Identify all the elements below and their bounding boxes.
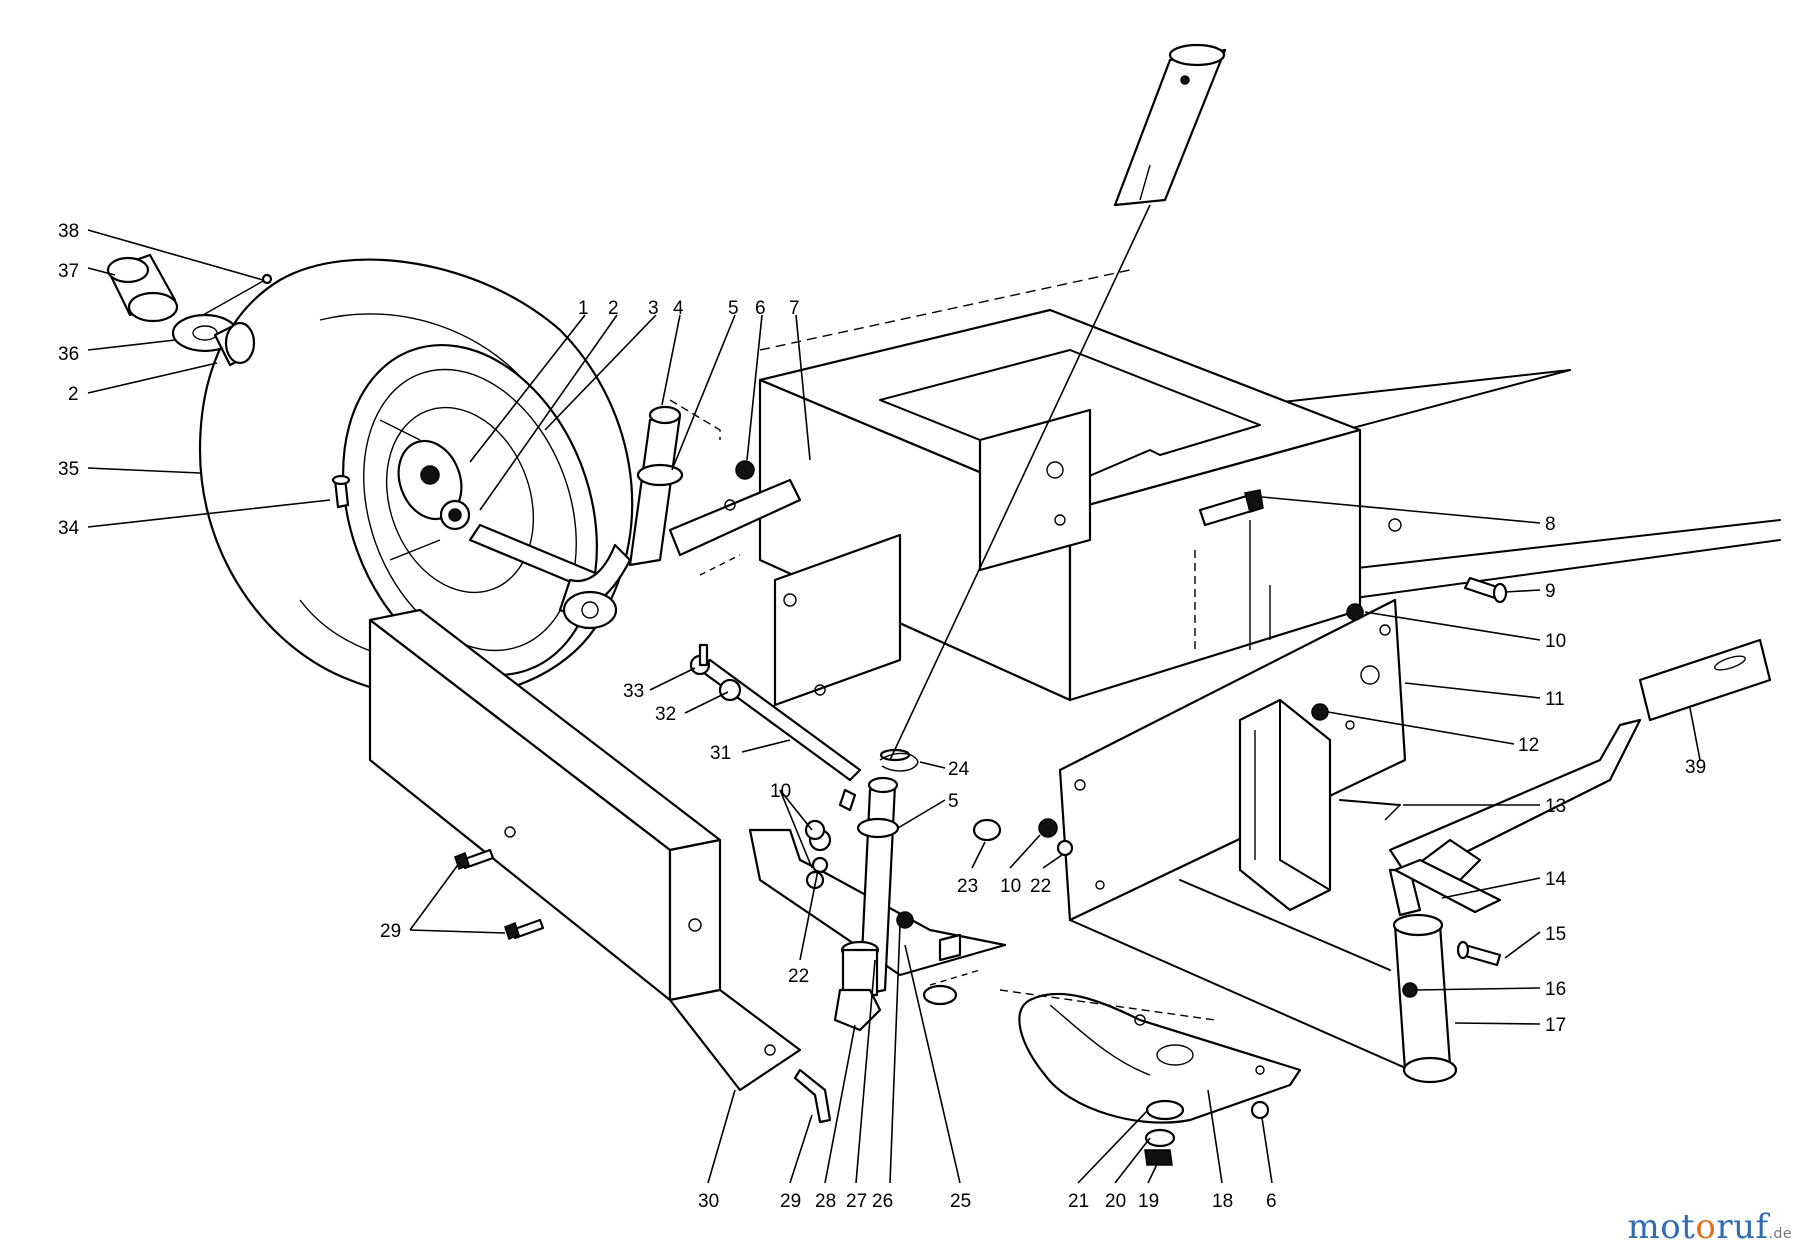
callout-25: 25	[950, 1191, 971, 1212]
hardware	[735, 460, 1508, 874]
callout-39: 39	[1685, 757, 1706, 778]
callout-4: 4	[673, 298, 684, 319]
watermark-part-2: o	[1695, 1207, 1717, 1247]
callout-33: 33	[623, 681, 644, 702]
callout-1: 1	[578, 298, 589, 319]
plate-39	[1638, 638, 1772, 722]
callout-38: 38	[58, 221, 79, 242]
steering-pivot	[748, 748, 1007, 1032]
callout-10-mid: 10	[1000, 876, 1021, 897]
tie-rod	[689, 643, 862, 812]
callout-8: 8	[1545, 514, 1556, 535]
callout-3: 3	[648, 298, 659, 319]
callout-36: 36	[58, 344, 79, 365]
callout-9: 9	[1545, 581, 1556, 602]
callout-18: 18	[1212, 1191, 1233, 1212]
callout-13: 13	[1545, 796, 1566, 817]
callout-10-left: 10	[770, 781, 791, 802]
callout-34: 34	[58, 518, 80, 539]
spindle-knuckle	[558, 399, 802, 630]
callout-28: 28	[815, 1191, 836, 1212]
callout-29-bottom: 29	[780, 1191, 801, 1212]
callout-22-left: 22	[788, 966, 809, 987]
callout-7: 7	[789, 298, 800, 319]
front-panel	[368, 608, 832, 1124]
callout-24: 24	[948, 759, 970, 780]
callout-22-mid: 22	[1030, 876, 1051, 897]
callout-27: 27	[846, 1191, 867, 1212]
callout-11: 11	[1545, 689, 1565, 710]
callout-2-left: 2	[68, 384, 79, 405]
watermark-tld: .de	[1768, 1226, 1792, 1242]
callout-19: 19	[1138, 1191, 1159, 1212]
callout-2: 2	[608, 298, 619, 319]
callout-31: 31	[710, 743, 731, 764]
callout-20: 20	[1105, 1191, 1126, 1212]
callout-14: 14	[1545, 869, 1567, 890]
callout-6-bottom: 6	[1266, 1191, 1277, 1212]
callout-23: 23	[957, 876, 978, 897]
leader-lines	[87, 204, 1701, 1184]
hub-parts	[106, 253, 351, 509]
watermark-part-1: mot	[1627, 1207, 1696, 1247]
callout-12: 12	[1518, 735, 1539, 756]
watermark-logo: motoruf.de	[1627, 1207, 1792, 1247]
callout-5-lower: 5	[948, 791, 959, 812]
callout-6: 6	[755, 298, 766, 319]
callout-21: 21	[1068, 1191, 1089, 1212]
front-wheel	[198, 258, 634, 699]
callout-10-right: 10	[1545, 631, 1566, 652]
callout-26: 26	[872, 1191, 893, 1212]
callout-29-left: 29	[380, 921, 401, 942]
callout-labels: 38 37 36 2 35 34 1 2 3 4 5 6 7 8 9 10 11…	[58, 221, 1706, 1212]
sector-plate	[999, 989, 1302, 1166]
callout-30: 30	[698, 1191, 719, 1212]
callout-32: 32	[655, 704, 676, 725]
watermark-part-3: ruf	[1716, 1207, 1769, 1247]
steering-shaft	[1113, 43, 1227, 207]
callout-5: 5	[728, 298, 739, 319]
callout-16: 16	[1545, 979, 1566, 1000]
callout-15: 15	[1545, 924, 1566, 945]
callout-37: 37	[58, 261, 79, 282]
callout-35: 35	[58, 459, 79, 480]
callout-17: 17	[1545, 1015, 1566, 1036]
axle-pedal	[1384, 718, 1642, 1084]
